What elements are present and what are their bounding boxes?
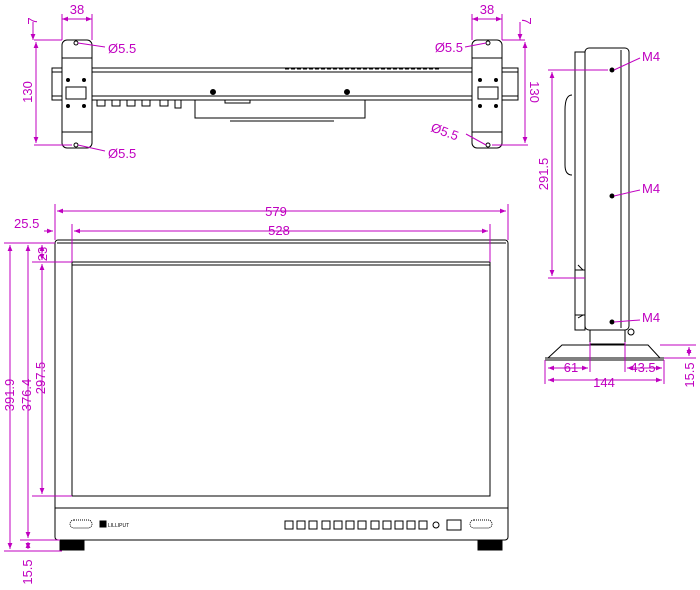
brand-logo-mark <box>99 520 107 528</box>
control-button <box>284 520 294 530</box>
foot-left <box>59 539 85 551</box>
bracket-hole <box>485 142 491 148</box>
control-buttons <box>284 519 462 531</box>
dim-foot-height: 15.5 <box>20 559 35 584</box>
screw-label: M4 <box>642 310 660 325</box>
control-button <box>321 520 331 530</box>
brand-logo: LILLIPUT <box>108 523 129 529</box>
control-button <box>382 520 392 530</box>
foot-right <box>477 539 503 551</box>
side-view <box>545 47 664 361</box>
hole-label: Ø5.5 <box>429 120 461 144</box>
top-rear-box <box>194 99 366 119</box>
side-screw <box>609 193 615 199</box>
hole-label: Ø5.5 <box>108 146 136 161</box>
front-view-labels: 579 528 25.5 23 391.9 376.4 297.5 15.5 <box>2 204 290 585</box>
control-button <box>308 520 318 530</box>
dim-bracket-width: 38 <box>70 2 84 17</box>
top-view-dimensions <box>30 14 528 152</box>
control-button <box>333 520 343 530</box>
control-button <box>370 520 380 530</box>
side-view-dimensions <box>544 57 696 384</box>
dim-edge-offset: 7 <box>519 17 534 24</box>
speaker-right <box>469 519 493 529</box>
control-button <box>394 520 404 530</box>
bracket-hole <box>73 142 79 148</box>
top-view-labels: 38 7 130 Ø5.5 Ø5.5 38 7 130 Ø5.5 Ø5.5 <box>20 2 542 161</box>
dim-bracket-height: 130 <box>20 81 35 103</box>
control-button <box>418 520 428 530</box>
speaker-left <box>69 519 93 529</box>
side-screw <box>609 67 615 73</box>
control-button <box>296 520 306 530</box>
power-switch <box>446 519 462 531</box>
top-screw <box>344 89 350 95</box>
screw-label: M4 <box>642 181 660 196</box>
control-button <box>345 520 355 530</box>
side-back <box>574 51 586 331</box>
top-view <box>51 39 519 149</box>
control-button <box>406 520 416 530</box>
top-body <box>51 67 519 101</box>
dim-base-depth: 144 <box>593 375 615 390</box>
control-button <box>357 520 367 530</box>
dim-body-height: 376.4 <box>19 379 34 412</box>
bracket-hole <box>485 40 491 46</box>
side-screw <box>609 319 615 325</box>
side-view-labels: M4 M4 M4 291.5 61 43.5 144 15.5 <box>536 49 697 390</box>
dim-base-height: 15.5 <box>682 362 697 387</box>
dim-base-rear: 43.5 <box>630 360 655 375</box>
hole-label: Ø5.5 <box>108 41 136 56</box>
top-screw <box>210 89 216 95</box>
front-view <box>54 239 509 551</box>
monitor-screen <box>71 261 491 497</box>
dim-overall-width: 579 <box>265 204 287 219</box>
side-front-panel <box>584 47 630 331</box>
dim-side-height: 291.5 <box>536 158 551 191</box>
dim-left-margin: 25.5 <box>14 216 39 231</box>
dim-top-margin: 23 <box>35 247 50 261</box>
dim-screen-width: 528 <box>268 223 290 238</box>
side-base <box>546 344 662 359</box>
bracket-hole <box>73 40 79 46</box>
dim-edge-offset: 7 <box>25 17 40 24</box>
power-indicator <box>432 521 440 529</box>
dim-base-front: 61 <box>564 360 578 375</box>
dim-screen-height: 297.5 <box>33 362 48 395</box>
screw-label: M4 <box>642 49 660 64</box>
front-view-dimensions <box>4 204 509 552</box>
dim-overall-height: 391.9 <box>2 379 17 412</box>
dim-bracket-width: 38 <box>480 2 494 17</box>
hole-label: Ø5.5 <box>435 40 463 55</box>
dim-bracket-height: 130 <box>527 81 542 103</box>
